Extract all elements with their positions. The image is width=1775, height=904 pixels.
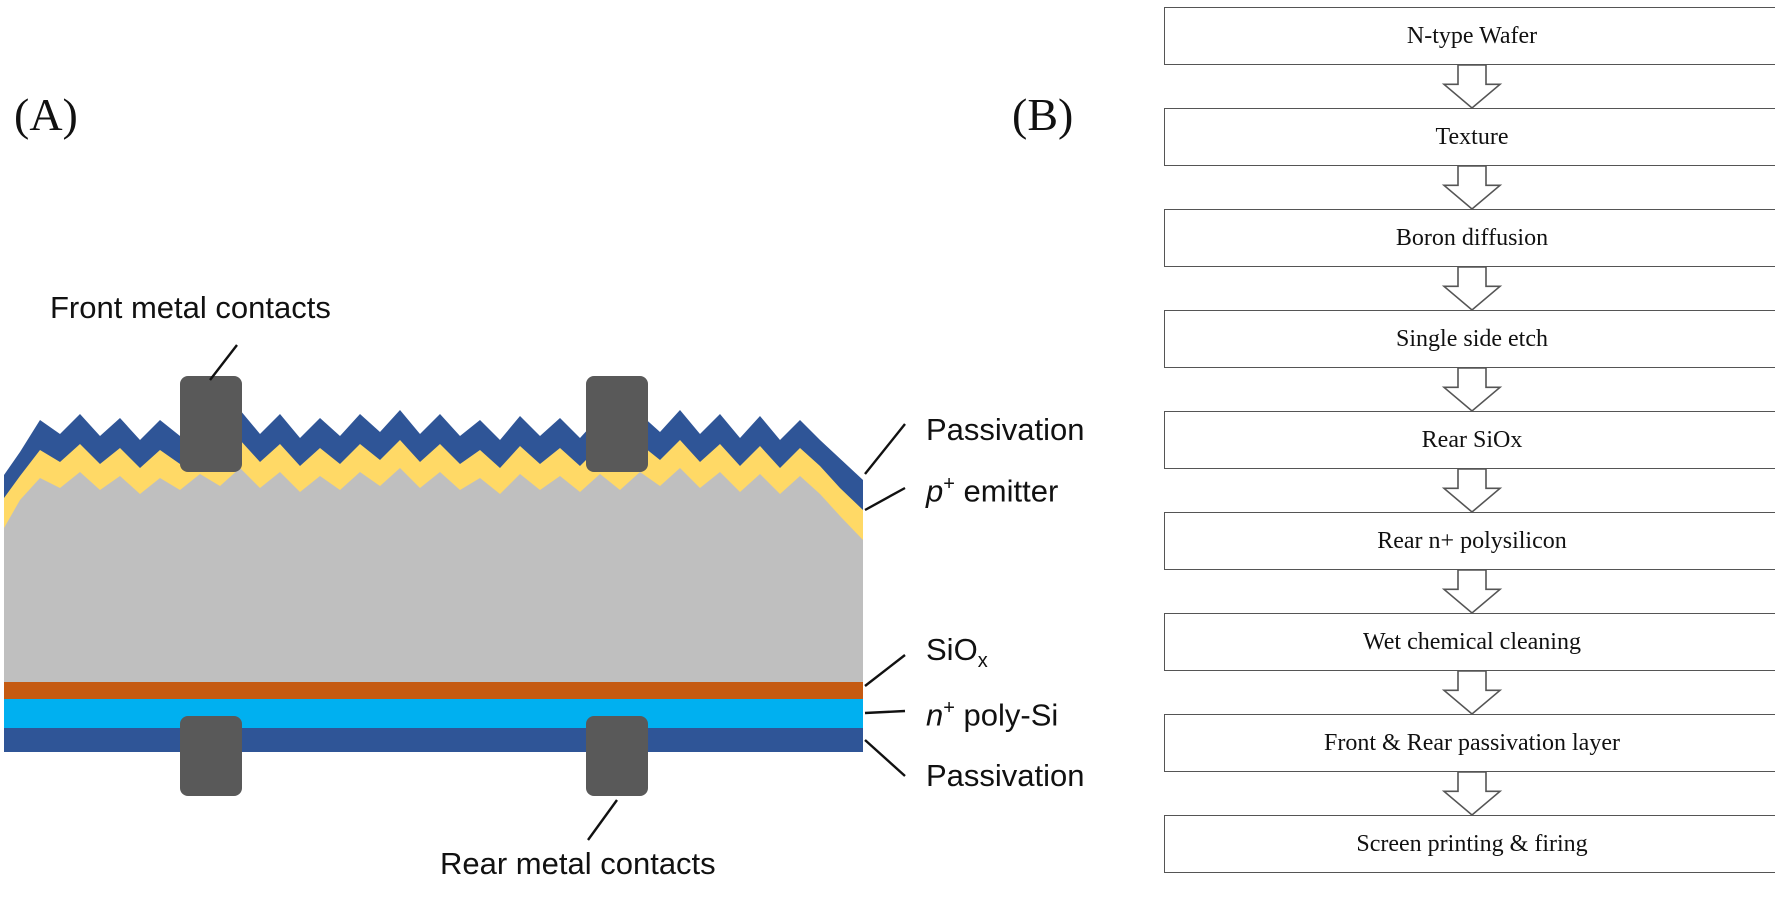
leader-rear-contacts bbox=[587, 799, 618, 841]
label-rear-metal-contacts: Rear metal contacts bbox=[440, 846, 716, 881]
leader-poly bbox=[864, 709, 906, 715]
process-step: Wet chemical cleaning bbox=[1164, 613, 1775, 671]
label-n-poly-si: n+ poly-Si bbox=[926, 698, 1058, 730]
process-step-label: N-type Wafer bbox=[1406, 22, 1538, 49]
process-step: N-type Wafer bbox=[1164, 7, 1775, 65]
wafer-bulk bbox=[4, 468, 863, 682]
process-step: Rear SiOx bbox=[1164, 411, 1775, 469]
process-step-label: Boron diffusion bbox=[1395, 224, 1549, 251]
leader-passivation-bottom bbox=[864, 739, 906, 777]
label-siox: SiOx bbox=[926, 634, 988, 671]
flow-arrow bbox=[1441, 771, 1503, 817]
panel-a-letter: (A) bbox=[14, 89, 78, 140]
flow-arrows bbox=[1441, 64, 1503, 817]
flow-arrow bbox=[1441, 468, 1503, 514]
process-step-label: Wet chemical cleaning bbox=[1363, 628, 1581, 655]
panel-b-letter: (B) bbox=[1012, 89, 1074, 140]
label-passivation-top: Passivation bbox=[926, 412, 1085, 447]
process-step: Boron diffusion bbox=[1164, 209, 1775, 267]
emitter-suffix: emitter bbox=[954, 473, 1059, 509]
process-step: Rear n+ polysilicon bbox=[1164, 512, 1775, 570]
leader-front-contacts bbox=[209, 344, 238, 381]
process-step-label: Rear SiOx bbox=[1421, 426, 1523, 453]
process-step-label: Single side etch bbox=[1396, 325, 1548, 352]
process-step-label: Front & Rear passivation layer bbox=[1324, 729, 1620, 756]
flow-arrow bbox=[1441, 64, 1503, 110]
process-step: Texture bbox=[1164, 108, 1775, 166]
flow-arrow bbox=[1441, 670, 1503, 716]
process-step-label: Screen printing & firing bbox=[1356, 830, 1588, 857]
rear-contact-2 bbox=[586, 716, 648, 796]
emitter-letter: p bbox=[926, 473, 944, 509]
label-passivation-bottom: Passivation bbox=[926, 758, 1085, 793]
label-p-emitter: p+ emitter bbox=[926, 474, 1058, 506]
label-front-metal-contacts: Front metal contacts bbox=[50, 290, 331, 325]
process-step-label: Rear n+ polysilicon bbox=[1377, 527, 1567, 554]
poly-sup: + bbox=[943, 697, 955, 719]
process-step: Single side etch bbox=[1164, 310, 1775, 368]
siox-sub: x bbox=[977, 650, 988, 673]
flow-arrow bbox=[1441, 165, 1503, 211]
leader-passivation-top bbox=[864, 423, 906, 475]
leader-emitter bbox=[864, 486, 906, 512]
flow-arrow bbox=[1441, 266, 1503, 312]
poly-si-layer bbox=[4, 698, 863, 728]
process-step: Front & Rear passivation layer bbox=[1164, 714, 1775, 772]
process-step: Screen printing & firing bbox=[1164, 815, 1775, 873]
poly-letter: n bbox=[926, 697, 944, 733]
flow-arrow bbox=[1441, 367, 1503, 413]
leader-siox bbox=[864, 654, 906, 687]
siox-layer bbox=[4, 682, 863, 699]
rear-contact-1 bbox=[180, 716, 242, 796]
emitter-sup: + bbox=[943, 473, 955, 495]
leader-lines bbox=[209, 344, 906, 841]
siox-base: SiO bbox=[926, 632, 978, 667]
front-contact-2 bbox=[586, 376, 648, 472]
flow-arrow bbox=[1441, 569, 1503, 615]
process-step-label: Texture bbox=[1435, 123, 1509, 150]
front-contact-1 bbox=[180, 376, 242, 472]
poly-suffix: poly-Si bbox=[954, 697, 1059, 733]
